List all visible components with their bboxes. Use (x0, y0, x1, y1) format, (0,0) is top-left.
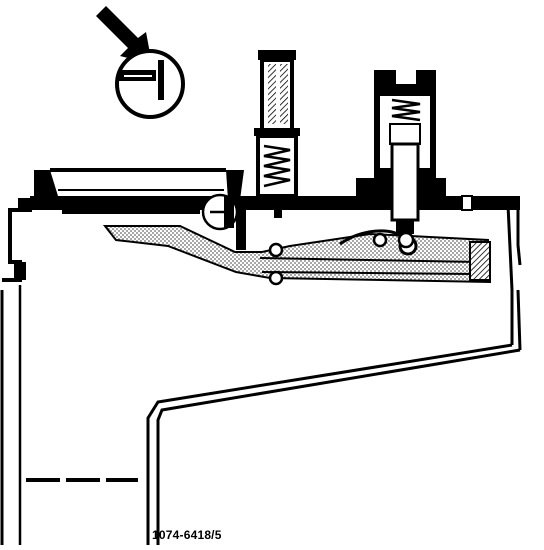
cover-bolt (461, 195, 473, 211)
needle-valve-assembly (254, 50, 300, 218)
detail-magnifier-circle (115, 49, 185, 119)
float-chamber-bowl (34, 168, 246, 250)
detail-ring (201, 193, 239, 231)
pivot-pins (268, 229, 418, 286)
figure-reference-code: 1074-6418/5 (152, 528, 222, 542)
float-lever-arm (102, 225, 492, 284)
pointer-arrow (96, 6, 152, 64)
plunger-housing (356, 70, 446, 249)
